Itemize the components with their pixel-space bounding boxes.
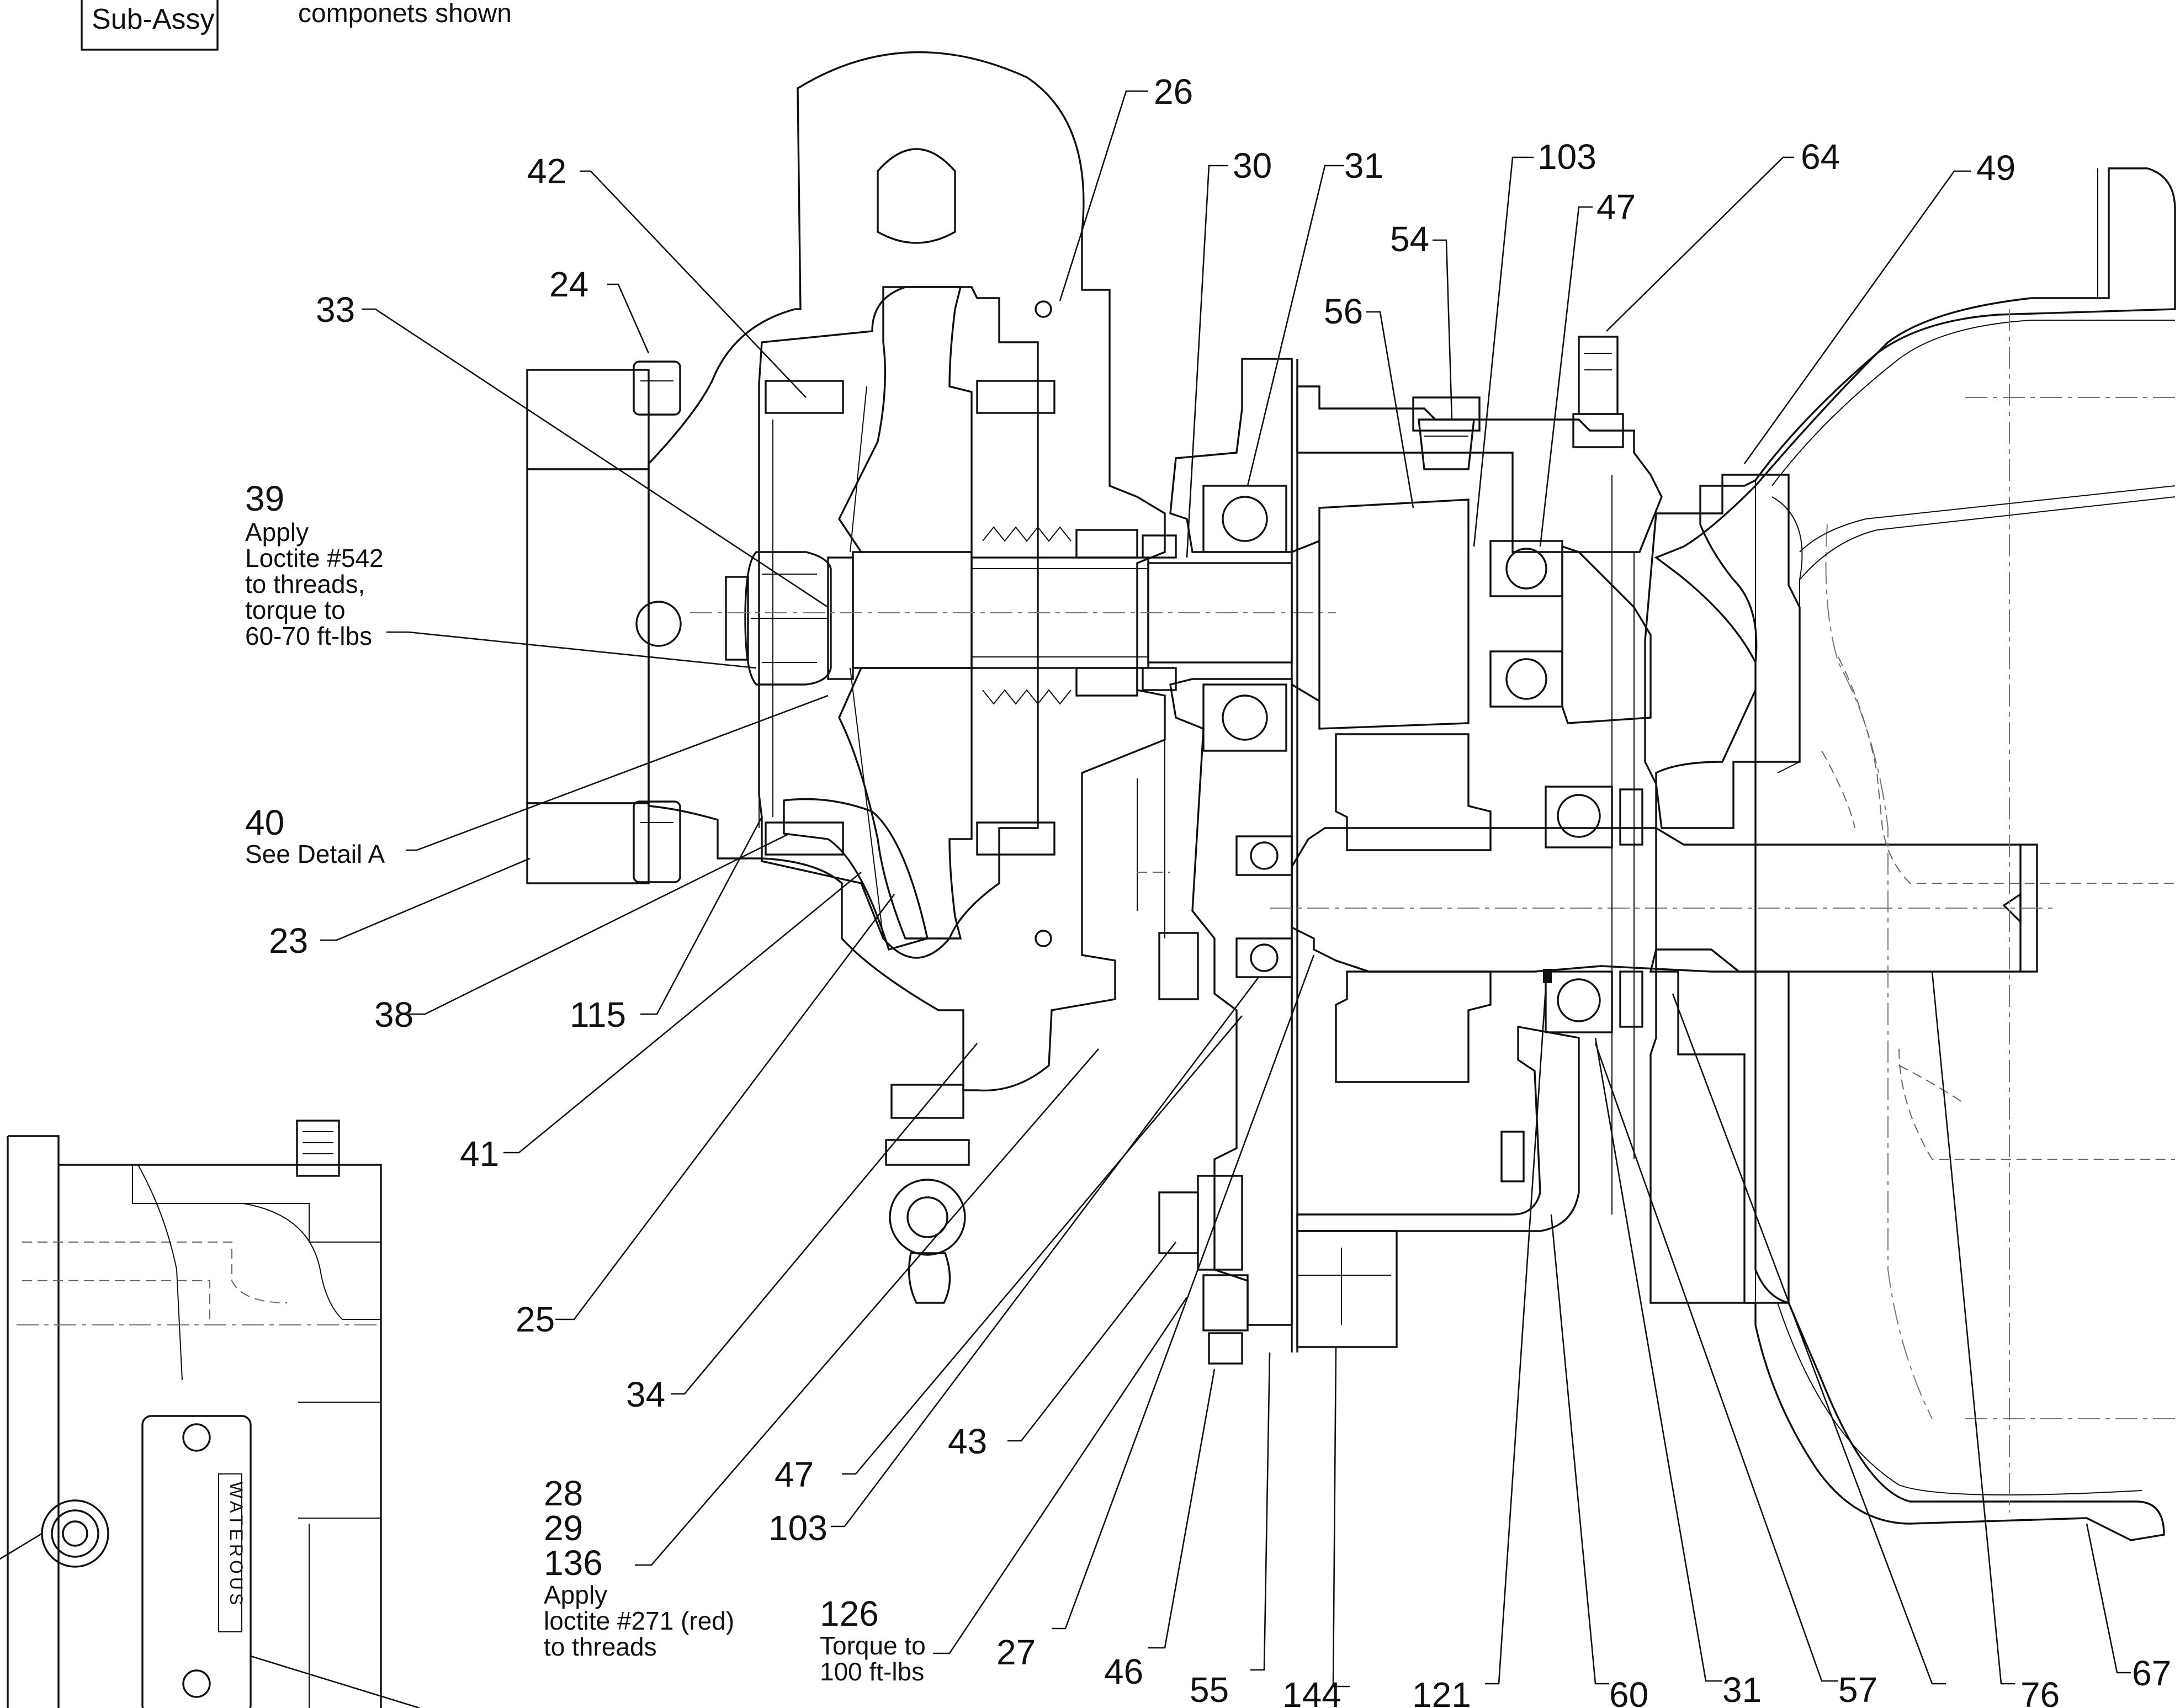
callout-25: 25 [516, 1299, 555, 1339]
note-39-line3: to threads, [245, 570, 365, 598]
callout-126-group: 126 Torque to 100 ft-lbs [820, 1594, 926, 1686]
callout-136: 136 [544, 1543, 603, 1583]
callout-103-top: 103 [1537, 137, 1596, 177]
exterior-view-inset: WATEROUS [0, 1120, 420, 1708]
note-136-line3: to threads [544, 1632, 657, 1661]
callout-39-group: 39 Apply Loctite #542 to threads, torque… [245, 479, 384, 650]
callout-64: 64 [1801, 137, 1840, 177]
name-plate [141, 1415, 252, 1708]
pinion-gear [1291, 498, 1470, 730]
callout-40-group: 40 See Detail A [245, 803, 385, 868]
callout-54: 54 [1390, 219, 1429, 259]
subassy-box [81, 0, 219, 51]
callout-34: 34 [626, 1375, 665, 1414]
bull-gear [1335, 733, 1492, 1083]
leader-lines [320, 90, 2131, 1688]
callout-26: 26 [1154, 72, 1193, 112]
callout-57: 57 [1838, 1670, 1877, 1708]
callout-115: 115 [570, 995, 626, 1035]
callout-42: 42 [527, 151, 566, 191]
callout-28: 28 [544, 1473, 583, 1513]
note-40: See Detail A [245, 840, 385, 868]
note-126-line2: 100 ft-lbs [820, 1657, 924, 1686]
callout-31-bottom: 31 [1722, 1670, 1762, 1708]
callout-41: 41 [460, 1134, 499, 1174]
callout-67: 67 [2132, 1653, 2171, 1693]
impeller-nut [725, 551, 854, 686]
callout-144: 144 [1282, 1675, 1341, 1708]
callout-49: 49 [1976, 148, 2015, 188]
idler-bearing [1489, 540, 1652, 724]
callout-76: 76 [2020, 1675, 2060, 1708]
callout-29: 29 [544, 1508, 583, 1548]
callout-23: 23 [269, 921, 308, 961]
note-136-line1: Apply [544, 1580, 607, 1609]
pump-shaft [690, 526, 1336, 705]
callout-126: 126 [820, 1594, 879, 1633]
callout-30: 30 [1233, 146, 1272, 185]
components-note: componets shown [298, 0, 512, 28]
callout-43: 43 [948, 1421, 987, 1461]
volute-casing [648, 51, 1166, 1304]
gearbox-housing [1291, 359, 1663, 1352]
callout-24: 24 [549, 264, 588, 304]
note-136-line2: loctite #271 (red) [544, 1606, 734, 1635]
callout-33: 33 [316, 290, 355, 330]
note-39-line2: Loctite #542 [245, 544, 384, 572]
callout-55: 55 [1190, 1670, 1229, 1708]
name-plate-label: WATEROUS [226, 1482, 246, 1608]
callout-40: 40 [245, 803, 284, 842]
subassy-label: Sub-Assy [92, 3, 215, 35]
title-block: Sub-Assy componets shown [81, 0, 512, 51]
callout-31-top: 31 [1344, 146, 1383, 185]
note-39-line5: 60-70 ft-lbs [245, 622, 372, 650]
note-126-line1: Torque to [820, 1631, 926, 1660]
bell-housing [1572, 167, 2176, 1541]
callout-38: 38 [374, 995, 413, 1035]
callout-56: 56 [1324, 291, 1363, 331]
intake-port [635, 601, 682, 647]
callout-60: 60 [1609, 1675, 1648, 1708]
note-39-line1: Apply [245, 518, 309, 547]
callout-47-top: 47 [1596, 187, 1636, 227]
note-39-line4: torque to [245, 596, 346, 624]
callout-39: 39 [245, 479, 284, 518]
callout-121: 121 [1412, 1675, 1471, 1708]
seal-housing [1137, 358, 1293, 1365]
callout-103-bottom: 103 [768, 1508, 828, 1548]
intake-housing [526, 360, 682, 884]
callout-28-29-136-group: 28 29 136 Apply loctite #271 (red) to th… [544, 1473, 734, 1661]
part-callouts: 26 42 24 33 30 31 103 47 64 49 54 56 39 … [245, 72, 2171, 1708]
callout-46: 46 [1104, 1652, 1143, 1691]
callout-47-bottom: 47 [775, 1455, 814, 1494]
callout-27: 27 [996, 1632, 1036, 1672]
